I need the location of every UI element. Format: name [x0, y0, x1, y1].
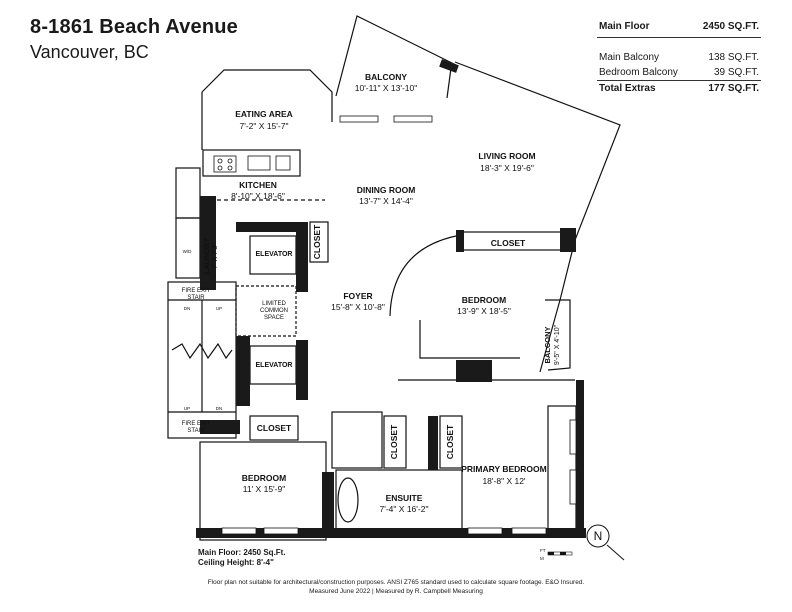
- stair-dn-label: DN: [216, 406, 223, 411]
- room-name-living: LIVING ROOM: [478, 151, 535, 161]
- room-dims-laundry: 7' X 7'3": [212, 243, 219, 269]
- kitchen-fixtures: [213, 155, 291, 173]
- footer-ceiling: Ceiling Height: 8'-4": [198, 558, 274, 567]
- room-name-primary: PRIMARY BEDROOM: [461, 464, 546, 474]
- compass-label: N: [594, 529, 603, 543]
- room-name-balcony: BALCONY: [365, 72, 407, 82]
- area-total-extras: Total Extras 177 SQ.FT.: [599, 83, 759, 94]
- listing-city: Vancouver, BC: [30, 42, 149, 62]
- scale-bar: FT M: [540, 548, 573, 561]
- room-name-laundry: LAUNDRY: [202, 238, 211, 274]
- listing-title: 8-1861 Beach Avenue: [30, 16, 238, 38]
- footer-disclaimer: Floor plan not suitable for architectura…: [207, 579, 585, 586]
- room-dims-bedroom-sw: 11' X 15'-9": [243, 484, 286, 494]
- area-divider: [597, 80, 761, 81]
- footer-measured: Measured June 2022 | Measured by R. Camp…: [309, 588, 483, 595]
- room-dims-eating: 7'-2" X 15'-7": [240, 121, 289, 131]
- heavy-walls: [196, 59, 586, 538]
- area-main-floor: Main Floor 2450 SQ.FT.: [599, 21, 759, 32]
- stair-up-label: UP: [216, 306, 222, 311]
- room-dims-living: 18'-3" X 19'-6": [480, 163, 534, 173]
- room-line2-fire-exit2: STAIR: [187, 428, 205, 434]
- room-name-bedroom-mid: BEDROOM: [462, 295, 506, 305]
- room-name-closet-living: CLOSET: [491, 238, 526, 248]
- room-name-closet-dining: CLOSET: [312, 224, 322, 259]
- room-name-closet-en2: CLOSET: [445, 424, 455, 459]
- room-name-balcony2: BALCONY: [543, 326, 552, 363]
- washer-dryer-label: W/D: [183, 249, 192, 254]
- room-name-dining: DINING ROOM: [357, 185, 416, 195]
- area-value: 2450 SQ.FT.: [702, 21, 759, 32]
- room-dims-balcony2: 9'-5" X 4'-10": [554, 324, 561, 365]
- common-line3: SPACE: [264, 315, 284, 321]
- scale-ft-label: FT: [540, 548, 546, 553]
- walls: [167, 15, 621, 541]
- area-main-balcony: Main Balcony 138 SQ.FT.: [599, 52, 759, 63]
- room-dims-dining: 13'-7" X 14'-4": [359, 196, 413, 206]
- room-name-elevator2: ELEVATOR: [256, 362, 293, 369]
- area-label: Main Floor: [599, 21, 650, 32]
- room-name-foyer: FOYER: [343, 291, 372, 301]
- stair-dn-label: DN: [184, 306, 191, 311]
- scale-m-label: M: [540, 556, 544, 561]
- room-name-eating: EATING AREA: [235, 109, 293, 119]
- room-dims-ensuite: 7'-4" X 16'-2": [380, 504, 429, 514]
- room-dims-foyer: 15'-8" X 10'-8": [331, 302, 385, 312]
- room-labels: BALCONY 10'-11" X 13'-10" EATING AREA 7'…: [182, 72, 561, 514]
- area-bedroom-balcony: Bedroom Balcony 39 SQ.FT.: [599, 67, 759, 78]
- room-name-ensuite: ENSUITE: [386, 493, 423, 503]
- common-line1: LIMITED: [262, 301, 286, 307]
- footer-summary: Main Floor: 2450 Sq.Ft. Ceiling Height: …: [198, 548, 286, 568]
- area-value: 39 SQ.FT.: [713, 67, 759, 78]
- room-name-fire-exit1: FIRE EXIT: [182, 288, 211, 294]
- windows: [221, 115, 577, 535]
- room-dims-balcony: 10'-11" X 13'-10": [355, 83, 418, 93]
- common-line2: COMMON: [260, 308, 288, 314]
- area-label: Total Extras: [599, 83, 656, 94]
- room-dims-primary: 18'-8" X 12': [482, 476, 525, 486]
- room-name-kitchen: KITCHEN: [239, 180, 277, 190]
- room-dims-kitchen: 8'-10" X 18'-6": [231, 191, 285, 201]
- area-label: Bedroom Balcony: [599, 67, 678, 78]
- footer-main-floor: Main Floor: 2450 Sq.Ft.: [198, 548, 286, 557]
- area-label: Main Balcony: [599, 52, 660, 63]
- room-name-closet-bed: CLOSET: [257, 423, 292, 433]
- room-name-elevator1: ELEVATOR: [256, 251, 293, 258]
- area-value: 177 SQ.FT.: [708, 83, 759, 94]
- room-line2-fire-exit1: STAIR: [187, 295, 205, 301]
- compass-icon: N: [586, 524, 625, 561]
- stair-annotations: DN UP UP DN W/D: [183, 249, 223, 411]
- room-name-fire-exit2: FIRE EXIT: [182, 421, 211, 427]
- area-value: 138 SQ.FT.: [708, 52, 759, 63]
- area-divider: [597, 37, 761, 38]
- room-dims-bedroom-mid: 13'-9" X 18'-5": [457, 306, 511, 316]
- room-name-closet-en1: CLOSET: [389, 424, 399, 459]
- stair-up-label: UP: [184, 406, 190, 411]
- room-name-bedroom-sw: BEDROOM: [242, 473, 286, 483]
